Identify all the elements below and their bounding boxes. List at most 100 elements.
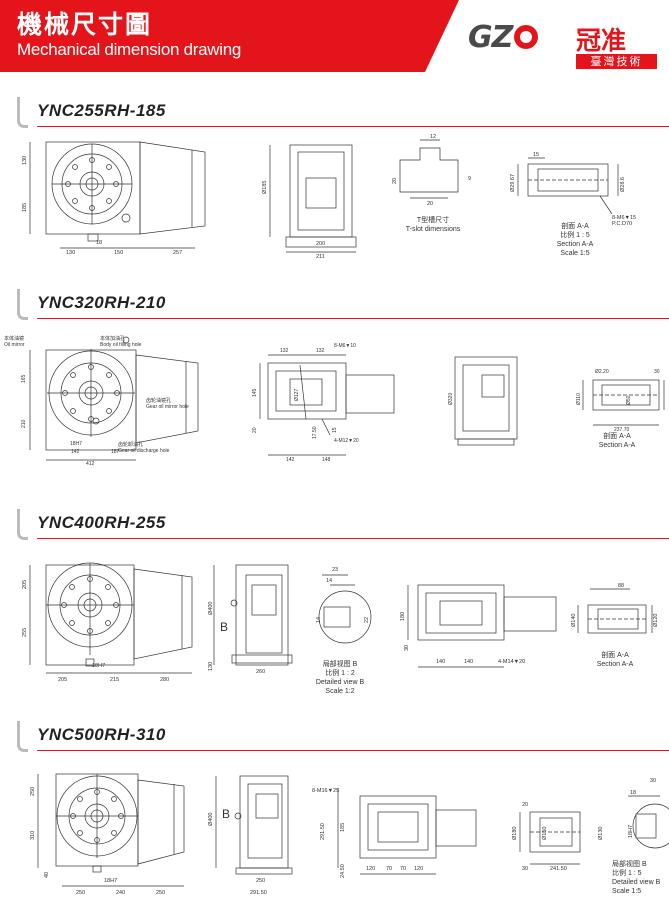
dim-label: Ø150 (542, 827, 548, 840)
section-divider (37, 318, 669, 319)
dim-label: Ø140 (571, 614, 577, 627)
brand-logo: GZ 冠准 臺灣技術 (468, 20, 658, 70)
dim-label: 18H7 (92, 663, 105, 669)
dim-label: 250 (76, 890, 85, 896)
dim-label: 30 (522, 866, 528, 872)
dim-label: 30 (650, 778, 656, 784)
dim-label: B (220, 620, 228, 634)
dim-label: 22 (364, 617, 370, 623)
section-aa-caption: 剖面 A-A Section A-A (596, 652, 634, 668)
dim-label: 142 (71, 449, 80, 455)
dim-label: 18 (630, 790, 636, 796)
dim-label: 240 (116, 890, 125, 896)
dim-label: 187 (111, 449, 120, 455)
page-header: 機械尺寸圖 Mechanical dimension drawing GZ 冠准… (0, 0, 669, 72)
dim-label: 215 (110, 677, 119, 683)
dim-label: 15 (533, 152, 539, 158)
dim-label: 310 (30, 831, 36, 840)
dim-label: Ø130 (598, 827, 604, 840)
dim-label: Ø127 (294, 389, 300, 401)
dim-label: 9 (468, 176, 471, 182)
dim-label: 145 (252, 388, 258, 397)
dim-label: Ø120 (653, 614, 659, 627)
dim-label: Ø2.20 (595, 369, 609, 375)
logo-o-icon (514, 25, 539, 49)
dim-label: 211 (316, 254, 325, 260)
dim-label: 185 (22, 203, 28, 212)
dim-label: 260 (256, 669, 265, 675)
dim-label: Ø28.6 (620, 177, 626, 192)
dim-label: 150 (114, 250, 123, 256)
dim-label: 23 (332, 567, 338, 573)
bracket-icon (17, 289, 28, 320)
dim-label: 132 (316, 348, 325, 354)
dim-label: 88 (618, 583, 624, 589)
section-title: YNC320RH-210 (37, 293, 166, 312)
dim-label: 4-M14▼20 (498, 659, 525, 665)
drawing-ync500: 250 310 40 250 240 250 18H7 Ø400 B 250 2… (30, 773, 669, 896)
drawing-ync320: 165 210 142 187 412 18H7 132 132 8-M6▼10… (21, 336, 665, 467)
header-banner (0, 0, 459, 72)
dim-label: 120 (414, 866, 423, 872)
dim-label: 20 (252, 427, 258, 433)
section-header-1: YNC255RH-185 (17, 97, 669, 128)
dim-label: 30 (404, 645, 410, 651)
bracket-icon (17, 97, 28, 128)
dim-label: 24.50 (340, 864, 346, 878)
section-divider (37, 126, 669, 127)
drawing-ync400: 205 255 205 215 280 18H7 Ø400 B 130 260 … (22, 562, 659, 683)
dim-label: 4-M12▼20 (334, 438, 359, 444)
dim-label: 250 (156, 890, 165, 896)
dim-label: 8-M16▼25 (312, 788, 339, 794)
callout-gear-mirror: 齿轮油镜孔 Gear oil mirror hole (146, 398, 189, 410)
dim-label: 18 (96, 240, 102, 246)
dim-label: 205 (22, 580, 28, 589)
dim-label: 20 (392, 178, 398, 184)
dim-label: 140 (464, 659, 473, 665)
dim-label: 280 (160, 677, 169, 683)
dim-label: 18H7 (70, 441, 82, 447)
dim-label: Ø50 (626, 395, 632, 405)
dim-label: 291.50 (320, 823, 326, 840)
dim-label: 200 (316, 241, 325, 247)
dim-label: 15 (332, 427, 338, 433)
dim-label: 14 (316, 617, 322, 623)
dim-label: 70 (386, 866, 392, 872)
dim-label: Ø29.67 (510, 174, 516, 192)
callout-fill-hole: 本体加油孔 Body oil filling hole (100, 336, 142, 348)
dim-label: 185 (340, 823, 346, 832)
dim-label: B (222, 807, 230, 821)
dim-label: Ø320 (448, 393, 454, 405)
section-title: YNC255RH-185 (37, 101, 166, 120)
section-title: YNC500RH-310 (37, 725, 166, 744)
dim-label: 210 (21, 419, 27, 428)
dim-label: 20 (427, 201, 433, 207)
dim-label: 12 (430, 134, 436, 140)
logo-subtitle: 臺灣技術 (576, 54, 657, 69)
section-header-3: YNC400RH-255 (17, 509, 669, 540)
section-header-2: YNC320RH-210 (17, 289, 669, 320)
detail-b-caption: 局部视图 B 比例 1 : 5 Detailed view B Scale 1:… (612, 861, 661, 895)
dim-label: 18H7 (104, 878, 117, 884)
logo-cn: 冠准 (576, 26, 627, 55)
section-aa-caption: 剖面 A-A Section A-A (598, 433, 636, 449)
dim-label: 140 (436, 659, 445, 665)
dim-label: 18H7 (628, 825, 634, 838)
dim-label: 130 (208, 662, 214, 671)
dim-label: Ø400 (208, 813, 214, 826)
section-aa-caption: 剖面 A-A 比例 1 : 5 Section A-A Scale 1:5 (556, 223, 594, 257)
dim-label: 412 (86, 461, 95, 467)
dim-label: Ø185 (262, 181, 268, 194)
callout-gear-discharge: 齿轮卸油孔 Gear oil discharge hole (118, 442, 170, 454)
dim-label: 148 (322, 457, 331, 463)
dim-label: 17.50 (312, 426, 318, 439)
dim-label: 165 (21, 374, 27, 383)
bracket-icon (17, 509, 28, 540)
logo-wordmark: GZ (468, 20, 539, 55)
section-divider (37, 750, 669, 751)
dim-label: 30 (654, 369, 660, 375)
dim-label: 130 (66, 250, 75, 256)
dim-label: Ø400 (208, 602, 214, 615)
dim-label: 241.50 (550, 866, 567, 872)
section-divider (37, 538, 669, 539)
